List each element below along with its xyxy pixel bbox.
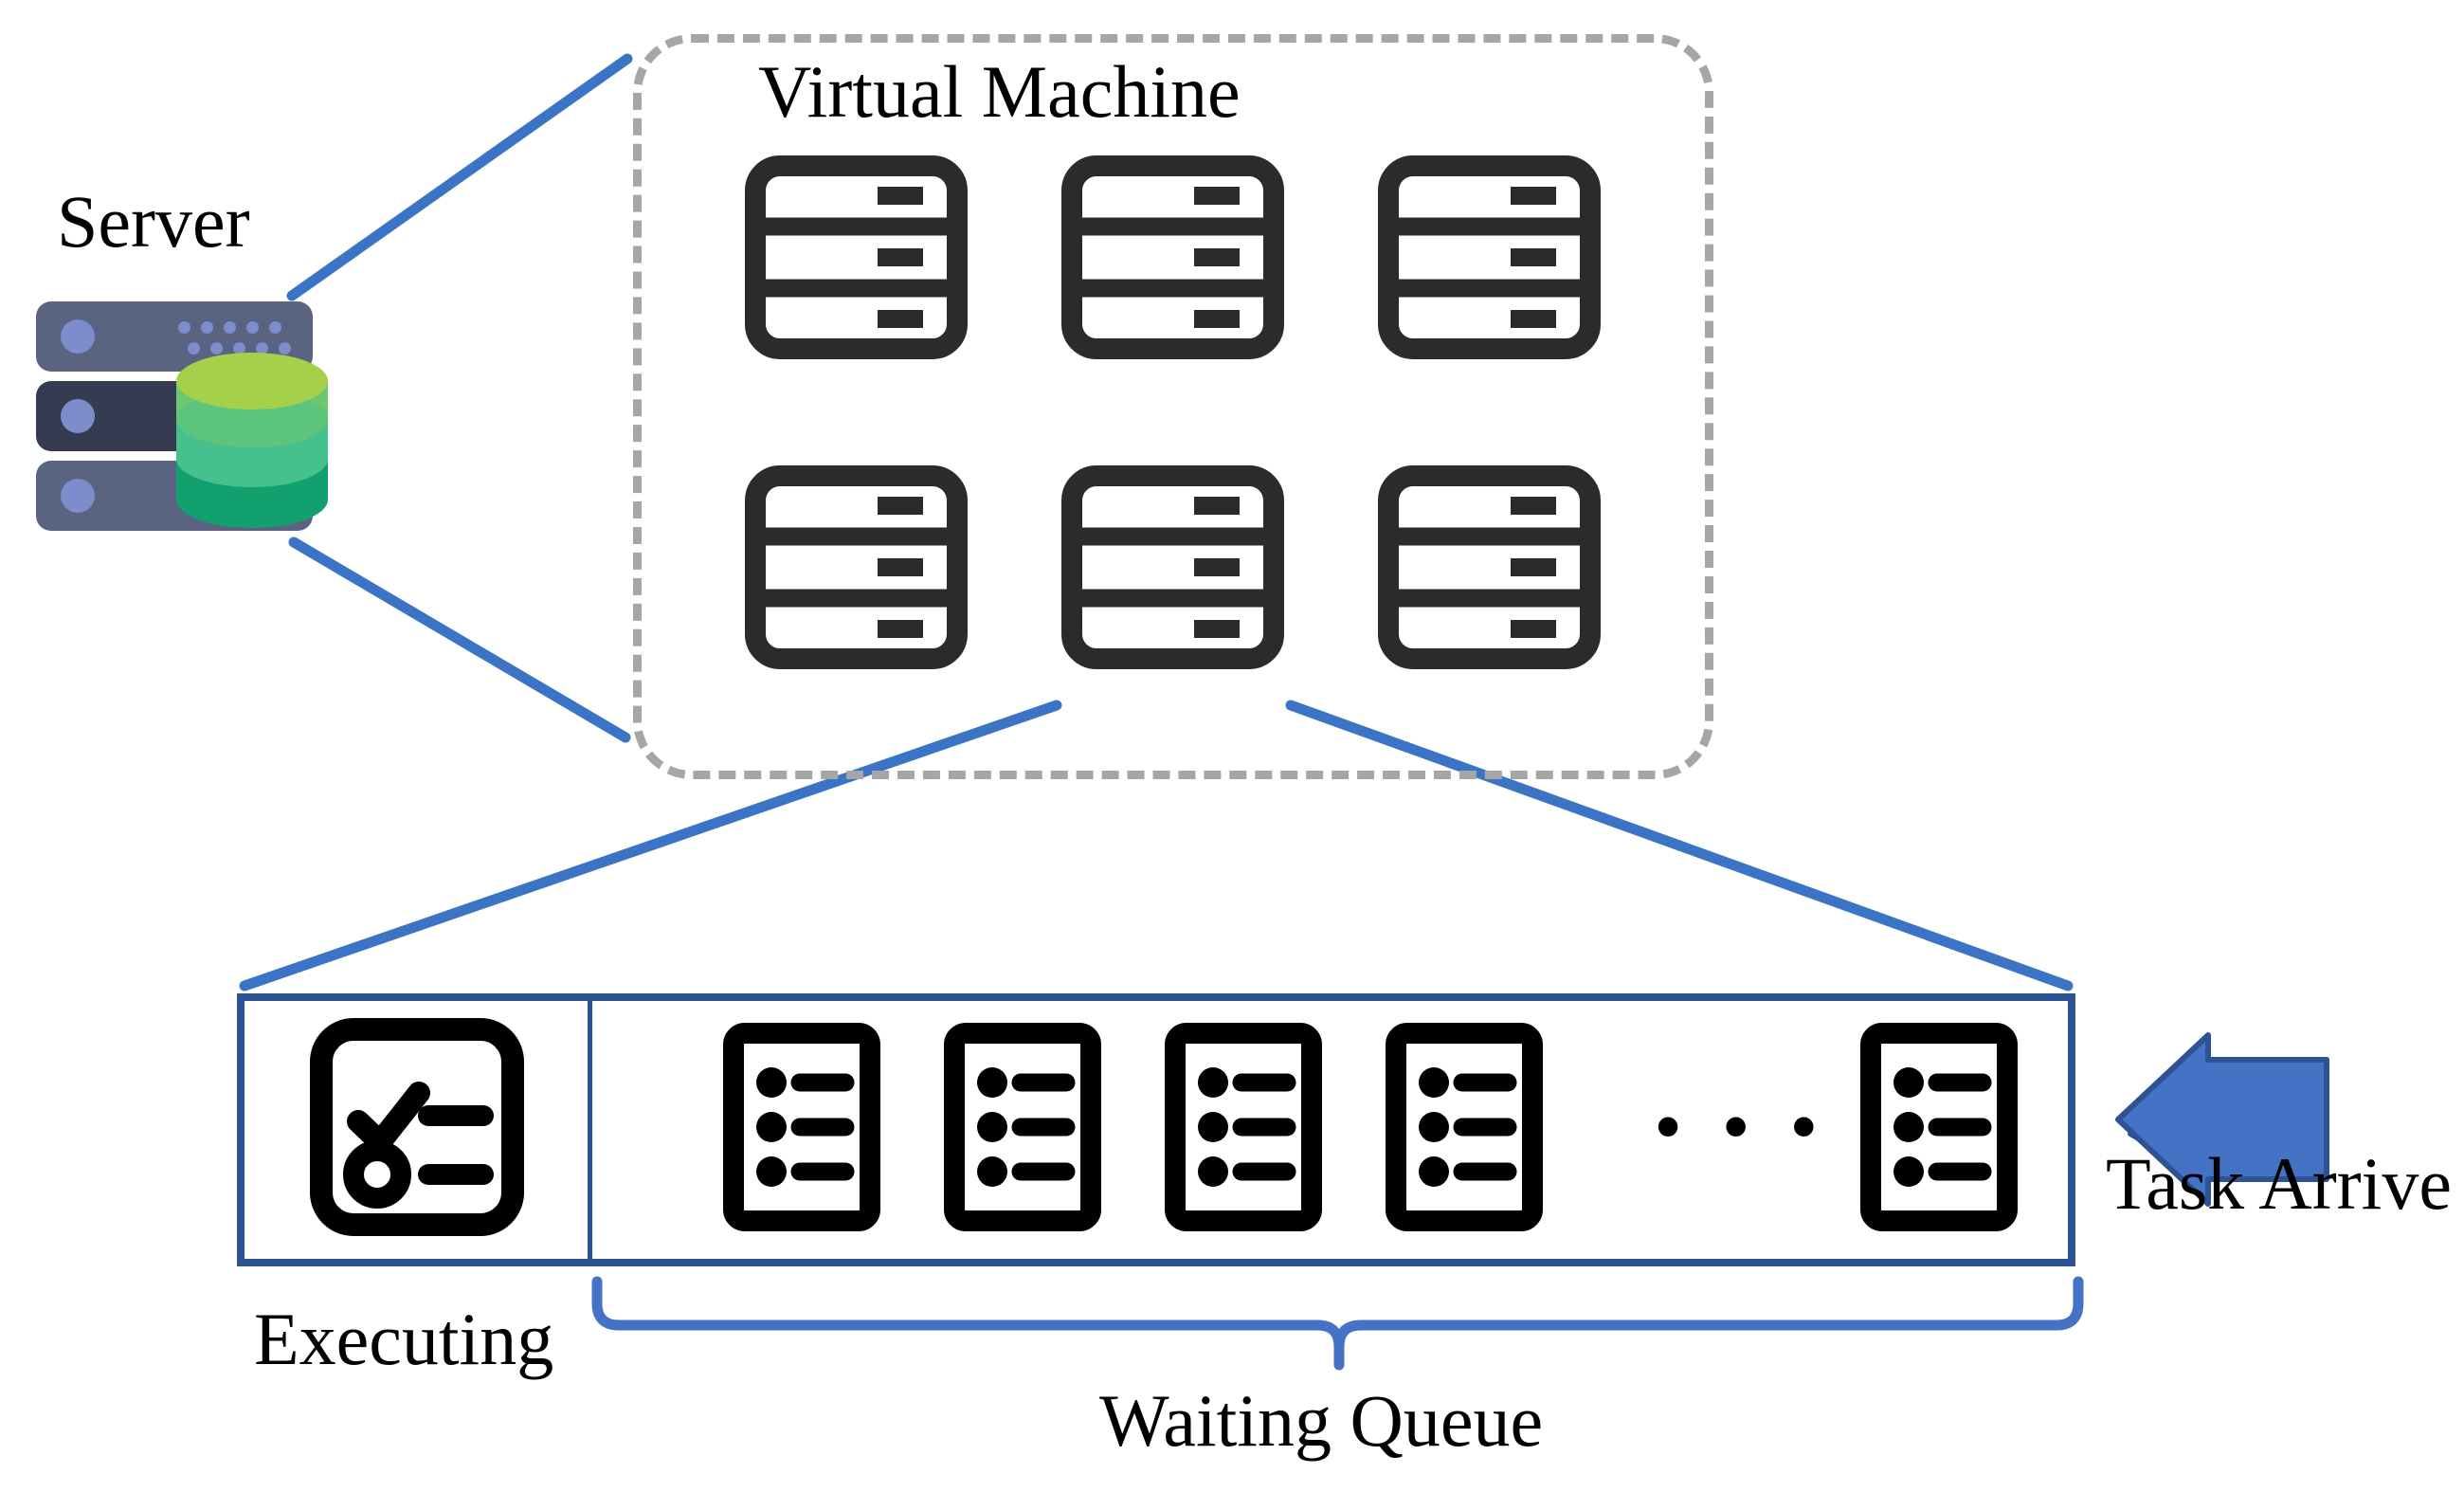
vm-rack-icon[interactable] — [1061, 155, 1284, 359]
server-port-dot — [210, 342, 223, 355]
server-port-dot — [233, 342, 245, 355]
waiting-task-icon-last[interactable] — [1859, 1022, 2019, 1232]
virtual-machine-grid — [633, 34, 1713, 779]
server-port-dot — [224, 321, 236, 334]
server-port-dot — [256, 342, 268, 355]
waiting-task-icon[interactable] — [1164, 1022, 1323, 1232]
server-port-dot — [201, 321, 213, 334]
server-status-dot — [61, 399, 95, 433]
queue-ellipsis: • • • — [1654, 1081, 1828, 1172]
server-port-dot — [279, 342, 291, 355]
waiting-task-icon[interactable] — [1385, 1022, 1544, 1232]
vm-rack-icon[interactable] — [745, 155, 968, 359]
executing-task-icon[interactable] — [309, 1017, 525, 1237]
leader-line-vm-to-queue-right — [1285, 700, 2074, 992]
leader-line-server-bottom — [288, 537, 631, 743]
server-rack-unit-1 — [36, 301, 313, 372]
task-arrive-label: Task Arrive — [2106, 1142, 2452, 1225]
server-port-dot — [269, 321, 281, 334]
vm-rack-icon[interactable] — [1061, 465, 1284, 669]
database-cylinder-icon — [176, 353, 328, 528]
vm-rack-icon[interactable] — [745, 465, 968, 669]
server-port-dot — [246, 321, 259, 334]
leader-line-server-top — [286, 53, 633, 301]
waiting-queue-brace — [591, 1276, 2084, 1371]
virtual-machine-container — [633, 34, 1713, 779]
vm-rack-icon[interactable] — [1378, 465, 1601, 669]
waiting-task-icon[interactable] — [722, 1022, 881, 1232]
executing-label: Executing — [254, 1298, 554, 1380]
waiting-task-icon[interactable] — [943, 1022, 1102, 1232]
queue-divider — [588, 993, 592, 1266]
server-port-dot — [178, 321, 190, 334]
virtual-machine-label: Virtual Machine — [758, 50, 1241, 133]
server-status-dot — [61, 319, 95, 354]
server-icon — [36, 301, 328, 538]
vm-rack-icon[interactable] — [1378, 155, 1601, 359]
waiting-queue-label: Waiting Queue — [1099, 1379, 1544, 1462]
server-label: Server — [57, 180, 250, 263]
task-arrive-arrow-icon — [2115, 1032, 2329, 1207]
server-status-dot — [61, 479, 95, 513]
server-port-dot — [188, 342, 200, 355]
queue-box — [237, 993, 2075, 1266]
leader-line-vm-to-queue-left — [239, 700, 1062, 992]
